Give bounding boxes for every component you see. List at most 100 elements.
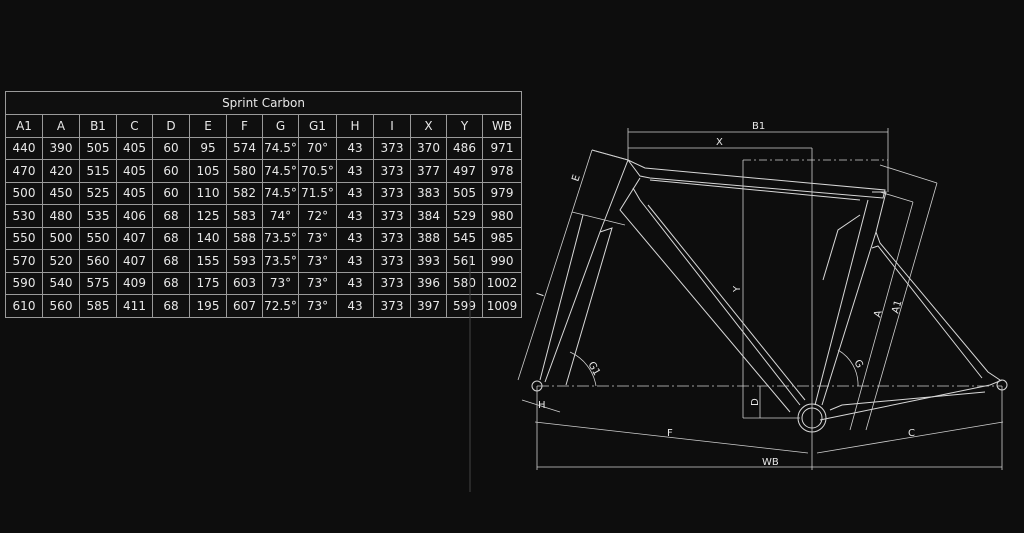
table-cell: 550	[79, 226, 117, 250]
table-cell: 406	[116, 204, 153, 228]
label-c: C	[908, 428, 915, 439]
table-cell: 74.5°	[262, 159, 299, 183]
table-cell: 73°	[298, 226, 337, 250]
table-title: Sprint Carbon	[5, 91, 522, 115]
table-cell: 505	[446, 181, 483, 205]
label-wb: WB	[762, 457, 779, 468]
label-e: E	[570, 174, 582, 183]
table-cell: 43	[336, 226, 374, 250]
column-header-a: A	[42, 114, 80, 138]
table-cell: 68	[152, 271, 190, 295]
table-cell: 585	[79, 294, 117, 318]
table-cell: 383	[410, 181, 447, 205]
table-cell: 500	[5, 181, 43, 205]
table-cell: 405	[116, 159, 153, 183]
table-cell: 540	[42, 271, 80, 295]
table-cell: 545	[446, 226, 483, 250]
table-cell: 377	[410, 159, 447, 183]
label-a: A	[872, 309, 885, 319]
table-cell: 397	[410, 294, 447, 318]
table-cell: 570	[5, 249, 43, 273]
column-header-x: X	[410, 114, 447, 138]
table-cell: 72.5°	[262, 294, 299, 318]
label-f: F	[667, 428, 673, 439]
column-header-i: I	[373, 114, 411, 138]
label-b1: B1	[752, 121, 765, 132]
table-cell: 73°	[298, 249, 337, 273]
label-x: X	[716, 137, 723, 148]
table-cell: 95	[189, 136, 227, 160]
table-cell: 985	[482, 226, 522, 250]
table-cell: 405	[116, 136, 153, 160]
table-cell: 409	[116, 271, 153, 295]
table-cell: 373	[373, 204, 411, 228]
table-cell: 979	[482, 181, 522, 205]
label-i: I	[535, 292, 546, 298]
table-cell: 105	[189, 159, 227, 183]
table-cell: 407	[116, 226, 153, 250]
table-cell: 43	[336, 159, 374, 183]
table-cell: 1009	[482, 294, 522, 318]
table-cell: 73°	[298, 294, 337, 318]
table-cell: 74.5°	[262, 136, 299, 160]
table-cell: 73.5°	[262, 249, 299, 273]
table-cell: 373	[373, 159, 411, 183]
table-cell: 396	[410, 271, 447, 295]
table-cell: 60	[152, 136, 190, 160]
table-cell: 550	[5, 226, 43, 250]
table-cell: 560	[79, 249, 117, 273]
label-d: D	[750, 398, 761, 406]
column-header-d: D	[152, 114, 190, 138]
table-cell: 393	[410, 249, 447, 273]
table-cell: 70°	[298, 136, 337, 160]
table-cell: 140	[189, 226, 227, 250]
table-cell: 971	[482, 136, 522, 160]
table-cell: 43	[336, 204, 374, 228]
table-cell: 68	[152, 226, 190, 250]
column-header-y: Y	[446, 114, 483, 138]
table-cell: 373	[373, 226, 411, 250]
table-cell: 580	[226, 159, 263, 183]
table-cell: 110	[189, 181, 227, 205]
table-cell: 43	[336, 294, 374, 318]
table-cell: 582	[226, 181, 263, 205]
table-cell: 588	[226, 226, 263, 250]
table-cell: 500	[42, 226, 80, 250]
table-cell: 373	[373, 271, 411, 295]
table-cell: 525	[79, 181, 117, 205]
table-cell: 72°	[298, 204, 337, 228]
table-cell: 486	[446, 136, 483, 160]
table-cell: 590	[5, 271, 43, 295]
table-cell: 73°	[298, 271, 337, 295]
table-cell: 60	[152, 181, 190, 205]
table-cell: 370	[410, 136, 447, 160]
table-cell: 603	[226, 271, 263, 295]
table-cell: 373	[373, 249, 411, 273]
column-header-b1: B1	[79, 114, 117, 138]
dimension-lines	[517, 128, 1004, 470]
table-cell: 390	[42, 136, 80, 160]
table-cell: 407	[116, 249, 153, 273]
table-cell: 74.5°	[262, 181, 299, 205]
table-cell: 68	[152, 294, 190, 318]
table-cell: 43	[336, 181, 374, 205]
table-cell: 43	[336, 249, 374, 273]
table-cell: 388	[410, 226, 447, 250]
table-cell: 480	[42, 204, 80, 228]
table-cell: 529	[446, 204, 483, 228]
column-header-f: F	[226, 114, 263, 138]
table-cell: 980	[482, 204, 522, 228]
label-a1: A1	[890, 299, 904, 315]
label-g: G	[851, 358, 864, 370]
table-cell: 580	[446, 271, 483, 295]
table-cell: 405	[116, 181, 153, 205]
